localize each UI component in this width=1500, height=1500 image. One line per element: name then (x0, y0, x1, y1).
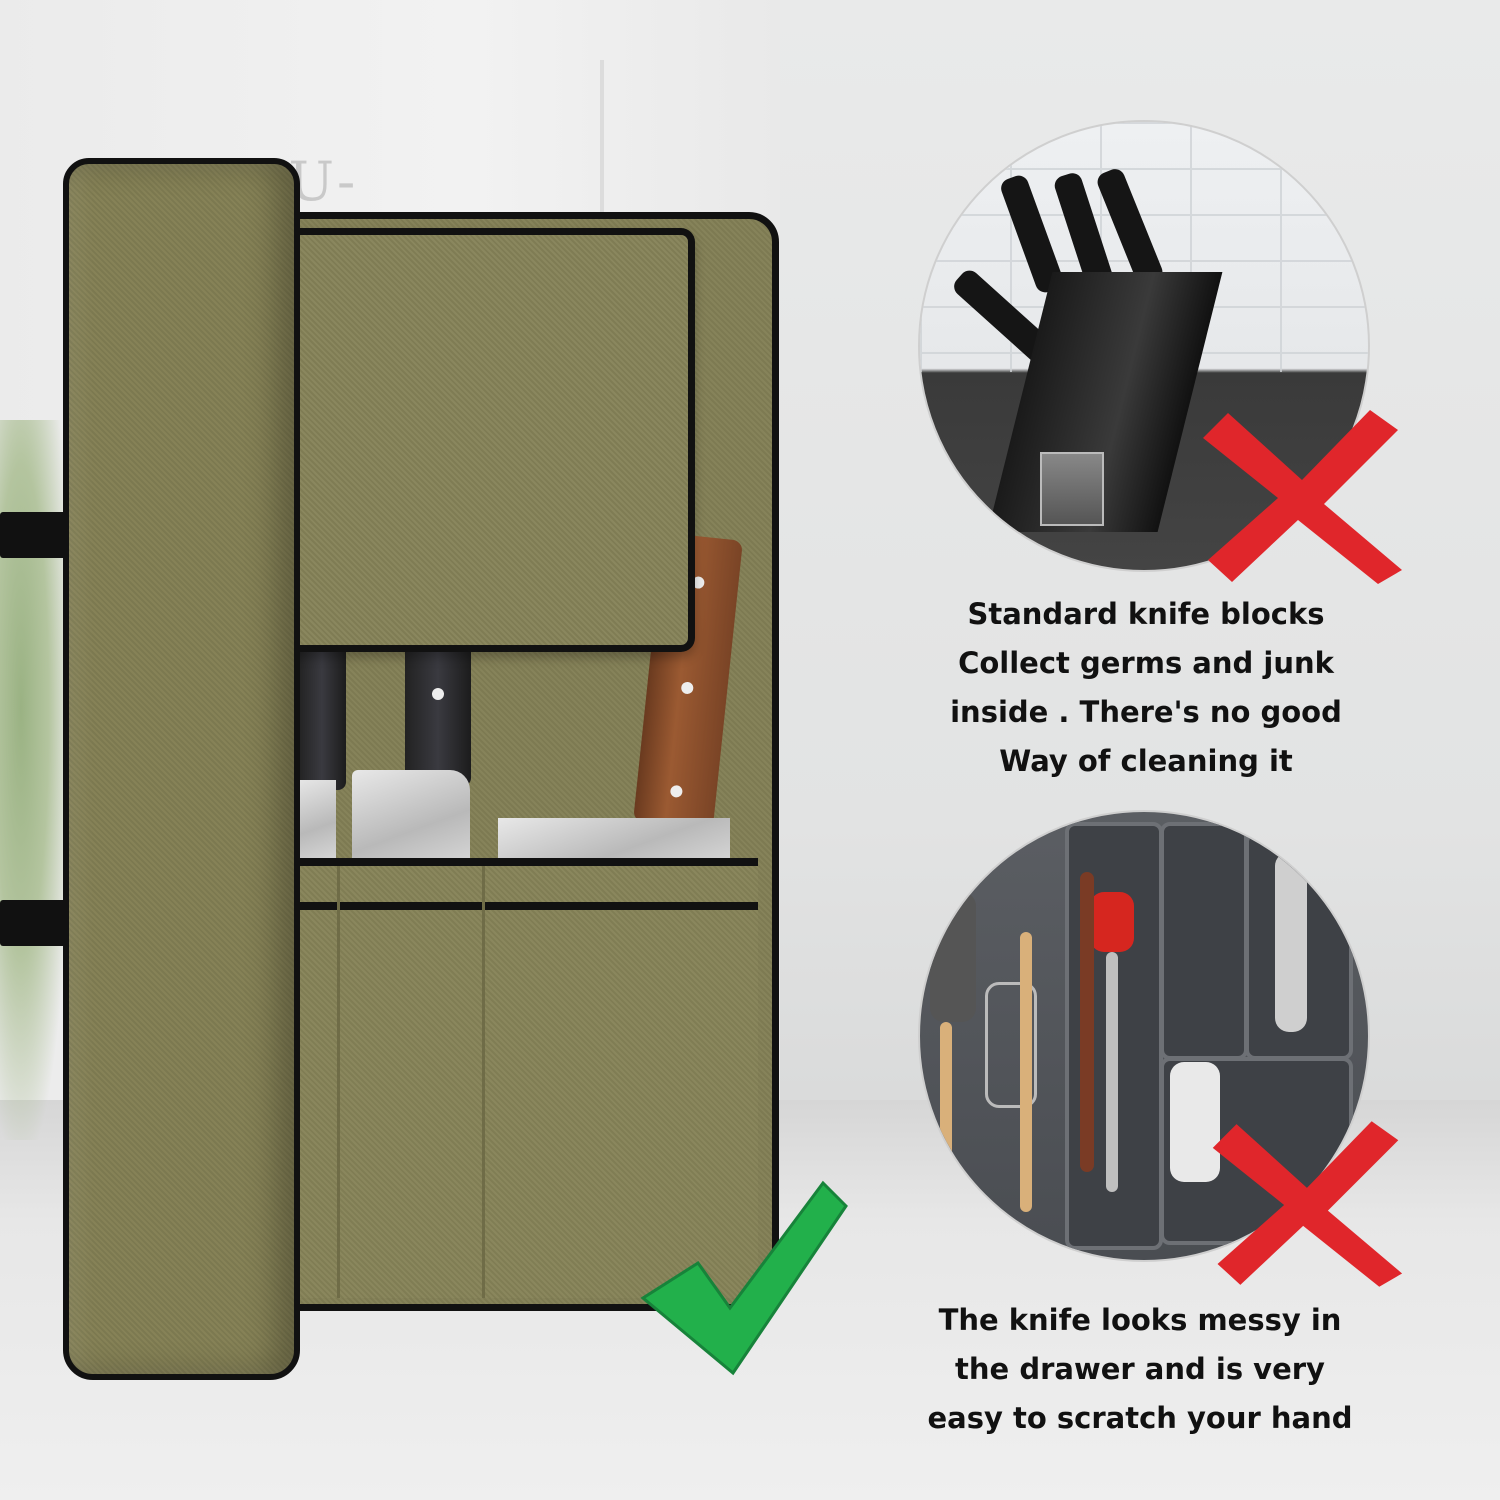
caption-line: The knife looks messy in (938, 1303, 1342, 1337)
cleaver-blade (352, 770, 470, 865)
caption-line: the drawer and is very (955, 1352, 1325, 1386)
knife-handle-black-round (298, 640, 346, 790)
pocket-seam (482, 866, 485, 1298)
caption-line: Collect germs and junk (958, 646, 1334, 680)
caption-line: inside . There's no good (950, 695, 1342, 729)
drawer-caption: The knife looks messy in the drawer and … (880, 1296, 1400, 1443)
knife-roll-pocket (282, 858, 758, 1298)
pocket-band (282, 902, 758, 910)
rivet (432, 688, 444, 700)
roll-strap-bottom (0, 900, 75, 946)
rivet (680, 681, 694, 695)
cross-mark-icon (1212, 1121, 1403, 1287)
background-line (600, 60, 604, 360)
chopsticks (1080, 872, 1094, 1172)
caption-line: Way of cleaning it (999, 744, 1293, 778)
check-mark-icon (640, 1180, 848, 1376)
cross-mark-icon (1203, 410, 1402, 584)
spoon (1275, 852, 1307, 1032)
knife-block-logo (1040, 452, 1104, 526)
rivet (669, 784, 683, 798)
spatula (930, 892, 976, 1022)
wood-handle (940, 1022, 952, 1222)
caption-line: Standard knife blocks (967, 597, 1325, 631)
wide-blade (498, 818, 730, 864)
whisk (985, 982, 1037, 1108)
knife-handle-black-riveted (405, 636, 471, 786)
knife-roll-rolled-section (63, 158, 300, 1380)
knife-block-photo (918, 120, 1370, 572)
red-tongs (1090, 892, 1134, 952)
wood-handle (1020, 932, 1032, 1212)
pocket-seam (337, 866, 340, 1298)
knife-roll-flap (288, 228, 695, 652)
drawer-compartment (1160, 822, 1248, 1060)
roll-strap-top (0, 512, 75, 558)
tongs-arm (1106, 952, 1118, 1192)
caption-line: easy to scratch your hand (927, 1401, 1353, 1435)
rice-paddle (1170, 1062, 1220, 1182)
knife-block-caption: Standard knife blocks Collect germs and … (886, 590, 1406, 786)
